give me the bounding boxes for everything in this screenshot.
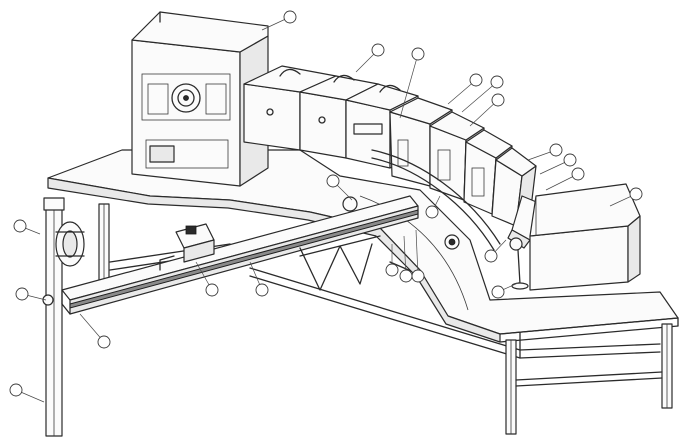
callout-circle [491, 93, 505, 107]
callout-balloon [461, 75, 504, 113]
callout-balloon [385, 244, 399, 277]
callout-balloon [261, 10, 297, 31]
table-top [47, 149, 679, 343]
callout-balloon [447, 73, 483, 105]
callout-balloon [355, 43, 385, 73]
callout-balloon [491, 281, 521, 299]
callout-circle [549, 143, 563, 157]
callout-leader-line [415, 229, 419, 277]
right-cabinet [529, 183, 641, 291]
conveyor-segments [243, 65, 547, 290]
support-post [42, 197, 85, 437]
callout-balloon [13, 219, 41, 235]
callout-circle [97, 335, 111, 349]
callout-balloon [539, 153, 577, 175]
callout-leader-line [399, 53, 419, 119]
callout-balloon [249, 261, 269, 297]
callout-circle [469, 73, 483, 87]
callout-balloon [195, 261, 219, 297]
callout-circle [563, 153, 577, 167]
callout-balloon [425, 195, 441, 219]
callout-circle [491, 285, 505, 299]
callout-balloon [326, 174, 353, 201]
callout-circle [411, 47, 425, 61]
callout-balloon [484, 239, 507, 263]
callout-balloon [399, 47, 425, 119]
callout-circle [411, 269, 425, 283]
callout-circle [399, 269, 413, 283]
callout-balloon [545, 167, 585, 191]
callout-balloon [15, 287, 47, 301]
callout-circle [326, 174, 340, 188]
callout-balloon [609, 187, 643, 207]
callout-circle [425, 205, 439, 219]
callout-circle [371, 43, 385, 57]
callout-circle [9, 383, 23, 397]
linear-rail [61, 195, 460, 315]
callout-circle [571, 167, 585, 181]
callout-circle [490, 75, 504, 89]
callout-leader-line [403, 235, 407, 277]
callout-balloon [9, 383, 45, 403]
table-legs [98, 203, 673, 435]
callout-balloon [411, 229, 425, 283]
callout-balloon [79, 313, 111, 349]
callout-circle [629, 187, 643, 201]
callout-balloons [9, 10, 643, 403]
callout-circle [283, 10, 297, 24]
callout-circle [484, 249, 498, 263]
callout-balloon [469, 93, 505, 127]
callout-balloon [527, 143, 563, 161]
callout-circle [385, 263, 399, 277]
callout-leader-line [461, 81, 498, 113]
callout-circle [205, 283, 219, 297]
callout-circle [13, 219, 27, 233]
callout-circle [15, 287, 29, 301]
callout-circle [255, 283, 269, 297]
